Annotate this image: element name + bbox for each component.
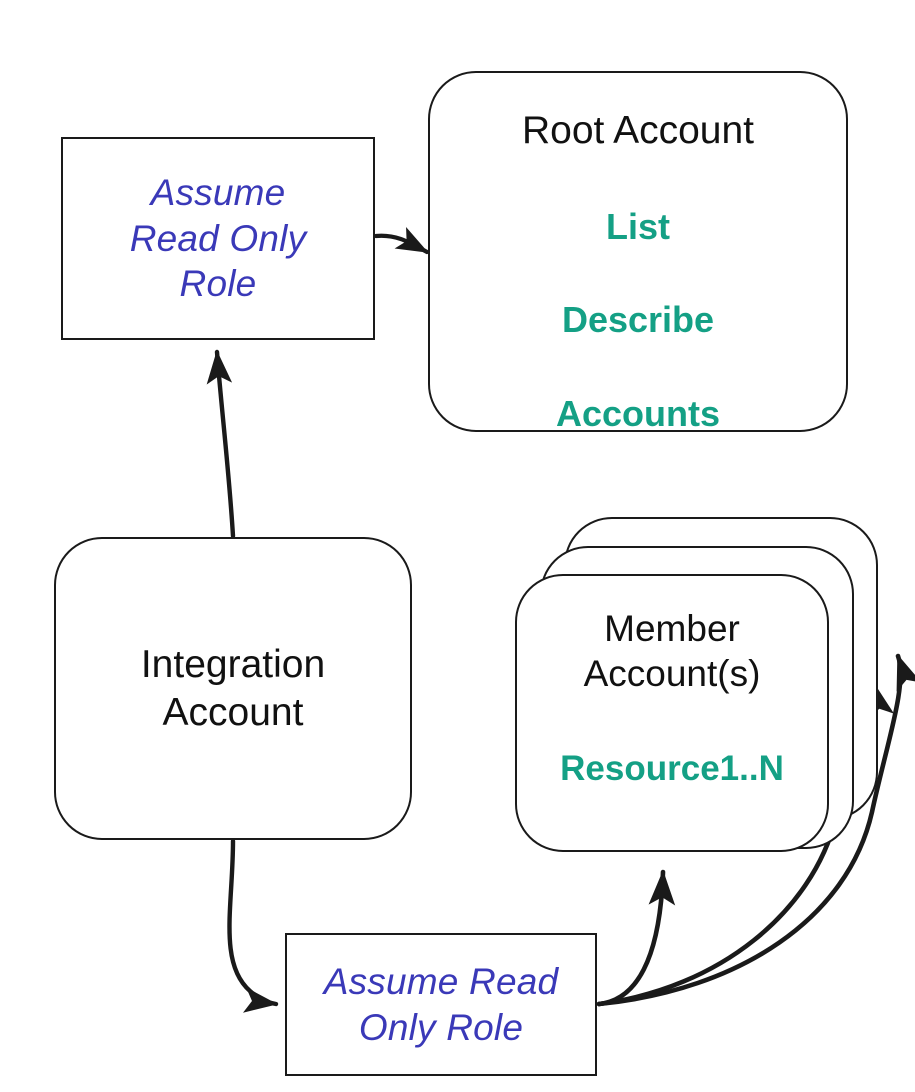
member-account-line-2: Account(s) xyxy=(583,653,761,695)
node-assume-read-only-role-bottom[interactable]: Assume Read Only Role xyxy=(285,933,597,1076)
integration-account-line-1: Integration xyxy=(140,642,326,686)
assume-ro-top-line-1: Assume xyxy=(150,171,286,213)
edge-assume-ro-bottom-to-member-front xyxy=(596,869,676,1007)
assume-ro-bottom-line-2: Only Role xyxy=(358,1006,524,1048)
member-account-resources: Resource1..N xyxy=(560,749,784,789)
integration-account-line-2: Account xyxy=(162,690,304,734)
edge-integration-to-assume-ro-top xyxy=(206,349,236,539)
assume-ro-bottom-line-1: Assume Read xyxy=(323,960,559,1002)
root-account-action-1: List xyxy=(605,205,670,247)
member-account-line-1: Member xyxy=(604,608,740,649)
root-account-action-3: Accounts xyxy=(555,393,721,435)
node-integration-account[interactable]: Integration Account xyxy=(54,537,412,840)
root-account-action-2: Describe xyxy=(561,299,715,341)
edge-integration-to-assume-ro-bottom xyxy=(227,838,279,1013)
edge-assume-ro-top-to-root xyxy=(373,227,430,255)
node-member-account[interactable]: Member Account(s) Resource1..N xyxy=(515,574,829,852)
assume-ro-top-line-2: Read Only xyxy=(129,217,307,259)
root-account-title: Root Account xyxy=(522,109,754,152)
assume-ro-top-line-3: Role xyxy=(179,263,257,305)
node-root-account[interactable]: Root Account List Describe Accounts xyxy=(428,71,848,434)
node-assume-read-only-role-top[interactable]: Assume Read Only Role xyxy=(61,137,375,340)
